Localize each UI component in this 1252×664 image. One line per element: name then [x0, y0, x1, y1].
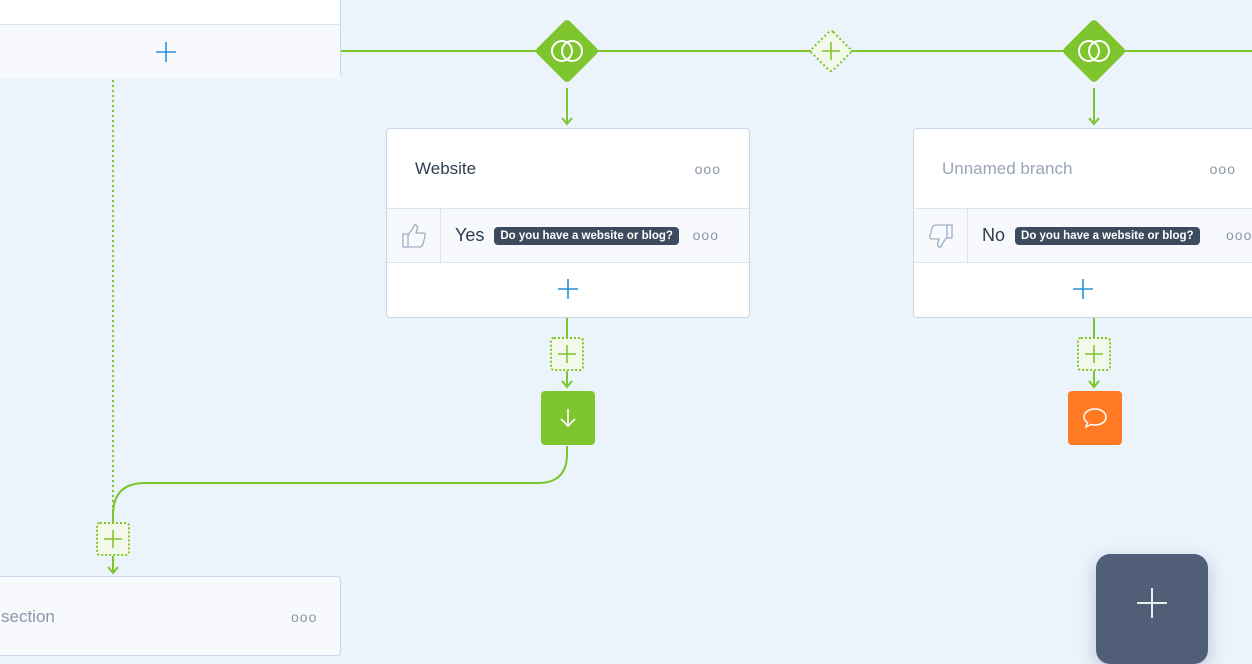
- add-split-node[interactable]: [805, 25, 857, 77]
- thumbs-down-icon: [928, 223, 953, 248]
- branch-menu-button[interactable]: ooo: [1209, 160, 1236, 177]
- jump-step[interactable]: [541, 391, 595, 445]
- speech-bubble-icon: [1083, 408, 1107, 429]
- arrow-down-icon: [560, 409, 576, 428]
- split-node-1[interactable]: [528, 12, 606, 90]
- condition-icon-cell: [914, 208, 968, 263]
- circles-icon: [551, 40, 573, 62]
- circles-icon: [1078, 40, 1100, 62]
- condition-menu-button[interactable]: ooo: [692, 227, 719, 243]
- add-condition-button[interactable]: [387, 263, 749, 315]
- plus-icon: [155, 42, 176, 62]
- plus-icon: [558, 345, 576, 363]
- plus-icon: [1073, 279, 1093, 299]
- condition-answer: No: [982, 225, 1006, 245]
- plus-icon: [1137, 588, 1167, 618]
- add-step-button[interactable]: [1077, 337, 1111, 371]
- question-chip: Do you have a website or blog?: [494, 226, 679, 245]
- branch-menu-button[interactable]: ooo: [694, 160, 721, 177]
- bottom-section-card: section ooo: [0, 576, 341, 656]
- branch-title[interactable]: Unnamed branch: [942, 158, 1073, 178]
- add-step-button[interactable]: [550, 337, 584, 371]
- section-menu-button[interactable]: ooo: [291, 609, 318, 625]
- condition-row[interactable]: Yes Do you have a website or blog? ooo: [387, 208, 749, 263]
- question-chip: Do you have a website or blog?: [1015, 226, 1200, 245]
- branch-card-website: Website ooo Yes Do you have a website or…: [386, 128, 750, 318]
- add-condition-button[interactable]: [0, 25, 340, 79]
- section-title[interactable]: section: [1, 607, 55, 626]
- flow-connectors: [107, 50, 1252, 575]
- branch-title[interactable]: Website: [415, 158, 477, 178]
- branch-card-unnamed: Unnamed branch ooo No Do you have a webs…: [913, 128, 1252, 318]
- top-left-card: [0, 0, 341, 79]
- condition-icon-cell: [387, 208, 441, 263]
- add-fab-button[interactable]: [1096, 554, 1208, 664]
- add-step-button[interactable]: [96, 522, 130, 556]
- condition-row[interactable]: No Do you have a website or blog? ooo: [914, 208, 1252, 263]
- plus-icon: [558, 279, 578, 299]
- branch-header: Website ooo: [387, 129, 749, 209]
- branch-header: Unnamed branch ooo: [914, 129, 1252, 209]
- condition-answer: Yes: [455, 225, 485, 245]
- top-left-card-body: [0, 0, 340, 25]
- condition-menu-button[interactable]: ooo: [1226, 227, 1252, 243]
- plus-icon: [1085, 345, 1103, 363]
- thumbs-up-icon: [401, 223, 426, 248]
- message-step[interactable]: [1068, 391, 1122, 445]
- add-condition-button[interactable]: [914, 263, 1252, 315]
- split-node-2[interactable]: [1055, 12, 1133, 90]
- plus-icon: [104, 530, 122, 548]
